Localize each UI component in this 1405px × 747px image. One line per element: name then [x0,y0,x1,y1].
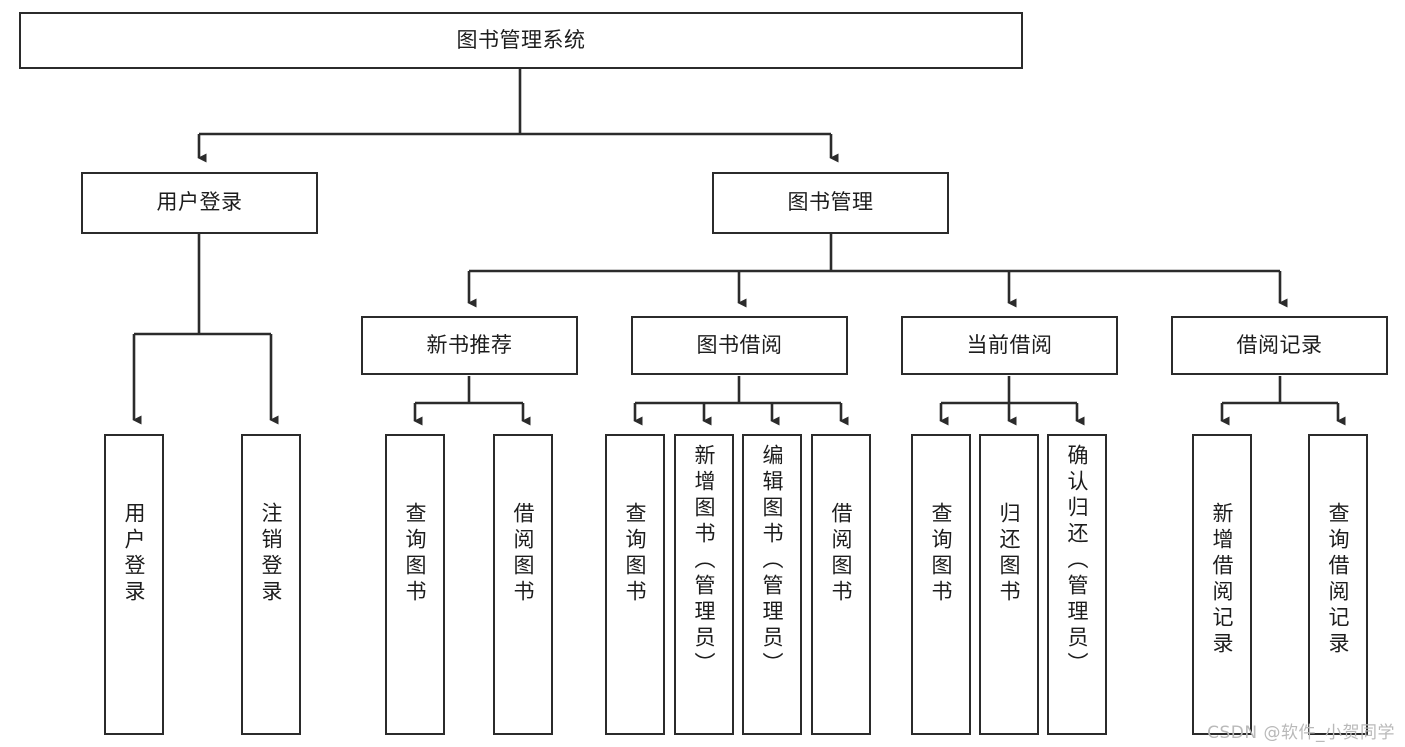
leaf-current-borrow-return-books[interactable]: 归还图书 [979,434,1039,735]
node-book-management[interactable]: 图书管理 [712,172,949,234]
node-book-management-label: 图书管理 [787,190,874,215]
node-current-borrow-label: 当前借阅 [966,332,1053,357]
leaf-book-borrow-borrow-books-label: 借阅图书 [829,502,854,606]
node-new-book-recommend-label: 新书推荐 [426,332,513,357]
leaf-book-borrow-borrow-books[interactable]: 借阅图书 [811,434,871,735]
leaf-book-borrow-add-book-admin[interactable]: 新增图书（管理员） [674,434,734,735]
leaf-book-borrow-query-books[interactable]: 查询图书 [605,434,665,735]
node-borrow-record-label: 借阅记录 [1236,332,1323,357]
node-borrow-record[interactable]: 借阅记录 [1171,316,1388,375]
leaf-book-borrow-add-book-admin-label: 新增图书（管理员） [692,444,717,678]
leaf-user-login-signin-label: 用户登录 [122,502,147,606]
node-book-borrow[interactable]: 图书借阅 [631,316,848,375]
leaf-new-book-query-books[interactable]: 查询图书 [385,434,445,735]
node-new-book-recommend[interactable]: 新书推荐 [361,316,578,375]
leaf-current-borrow-query-books-label: 查询图书 [929,502,954,606]
leaf-book-borrow-query-books-label: 查询图书 [623,502,648,606]
leaf-borrow-record-add-record-label: 新增借阅记录 [1210,502,1235,658]
node-root-book-management-system[interactable]: 图书管理系统 [19,12,1023,69]
node-user-login[interactable]: 用户登录 [81,172,318,234]
leaf-book-borrow-edit-book-admin[interactable]: 编辑图书（管理员） [742,434,802,735]
leaf-borrow-record-query-record[interactable]: 查询借阅记录 [1308,434,1368,735]
leaf-current-borrow-return-books-label: 归还图书 [997,502,1022,606]
leaf-current-borrow-confirm-return-admin-label: 确认归还（管理员） [1065,444,1090,678]
node-user-login-label: 用户登录 [156,190,243,215]
node-book-borrow-label: 图书借阅 [696,332,783,357]
leaf-user-login-signout-label: 注销登录 [259,502,284,606]
watermark-text: CSDN @软件_小贺同学 [1207,723,1395,743]
leaf-book-borrow-edit-book-admin-label: 编辑图书（管理员） [760,444,785,678]
leaf-borrow-record-add-record[interactable]: 新增借阅记录 [1192,434,1252,735]
leaf-borrow-record-query-record-label: 查询借阅记录 [1326,502,1351,658]
leaf-new-book-borrow-books[interactable]: 借阅图书 [493,434,553,735]
leaf-user-login-signin[interactable]: 用户登录 [104,434,164,735]
leaf-current-borrow-query-books[interactable]: 查询图书 [911,434,971,735]
leaf-current-borrow-confirm-return-admin[interactable]: 确认归还（管理员） [1047,434,1107,735]
node-current-borrow[interactable]: 当前借阅 [901,316,1118,375]
leaf-new-book-borrow-books-label: 借阅图书 [511,502,536,606]
leaf-new-book-query-books-label: 查询图书 [403,502,428,606]
leaf-user-login-signout[interactable]: 注销登录 [241,434,301,735]
node-root-label: 图书管理系统 [456,27,586,52]
